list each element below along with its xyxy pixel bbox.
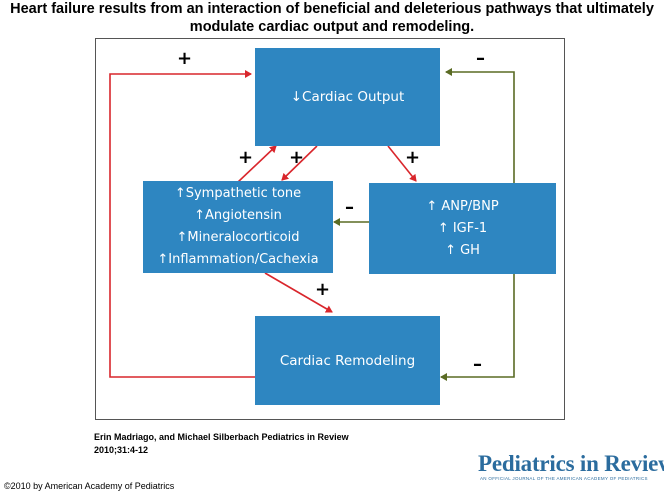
figure-title-line-1: Heart failure results from an interactio… [10, 1, 654, 17]
counter-regulatory-line: ↑ IGF-1 [437, 220, 488, 236]
sign-remodeling-to-output: + [177, 48, 193, 69]
neurohormonal-line: ↑Inflammation/Cachexia [157, 252, 319, 267]
citation-authors: Erin Madriago, and Michael Silberbach Pe… [94, 432, 349, 442]
arrow-output-to-neuro [281, 145, 318, 181]
neurohormonal-line: ↑Mineralocorticoid [176, 230, 300, 245]
arrow-remodeling-to-output [109, 70, 255, 378]
arrow-neuro-to-output [237, 145, 277, 183]
sign-counter-to-neuro: – [345, 197, 354, 218]
counter-regulatory-line: ↑ ANP/BNP [426, 198, 499, 214]
counter-regulatory-line: ↑ GH [445, 242, 480, 258]
arrow-neuro-to-remodeling [264, 272, 333, 313]
neurohormonal-line: ↑Angiotensin [194, 208, 282, 223]
figure-title: Heart failure results from an interactio… [4, 0, 660, 36]
neurohormonal-line: ↑Sympathetic tone [174, 186, 302, 201]
journal-logo-tagline: AN OFFICIAL JOURNAL OF THE AMERICAN ACAD… [480, 476, 648, 481]
copyright-notice: ©2010 by American Academy of Pediatrics [4, 481, 175, 491]
sign-output-to-counter: + [405, 147, 421, 168]
journal-logo: Pediatrics in Review AN OFFICIAL JOURNAL… [478, 451, 664, 482]
cardiac-remodeling-node: Cardiac Remodeling [255, 316, 440, 405]
cardiac-remodeling-label: Cardiac Remodeling [279, 352, 416, 369]
cardiac-output-node: ↓Cardiac Output [255, 48, 440, 146]
neurohormonal-node: ↑Sympathetic tone ↑Angiotensin ↑Mineralo… [143, 181, 333, 273]
citation-reference: 2010;31:4-12 [94, 445, 149, 455]
journal-logo-name: Pediatrics in Review [478, 451, 664, 476]
sign-neuro-to-output: + [238, 147, 254, 168]
sign-counter-to-remodeling: – [473, 354, 482, 375]
citation: Erin Madriago, and Michael Silberbach Pe… [94, 431, 349, 457]
sign-neuro-to-remodeling: + [315, 279, 331, 300]
counter-regulatory-node: ↑ ANP/BNP ↑ IGF-1 ↑ GH [369, 183, 556, 274]
arrow-output-to-counter [387, 145, 417, 182]
arrow-counter-to-remodeling [440, 274, 515, 381]
figure-title-line-2: modulate cardiac output and remodeling. [189, 19, 475, 35]
cardiac-output-label: ↓Cardiac Output [290, 89, 405, 105]
sign-output-to-neuro: + [289, 147, 305, 168]
sign-counter-to-output: – [476, 48, 485, 69]
arrow-counter-to-output [445, 68, 515, 183]
